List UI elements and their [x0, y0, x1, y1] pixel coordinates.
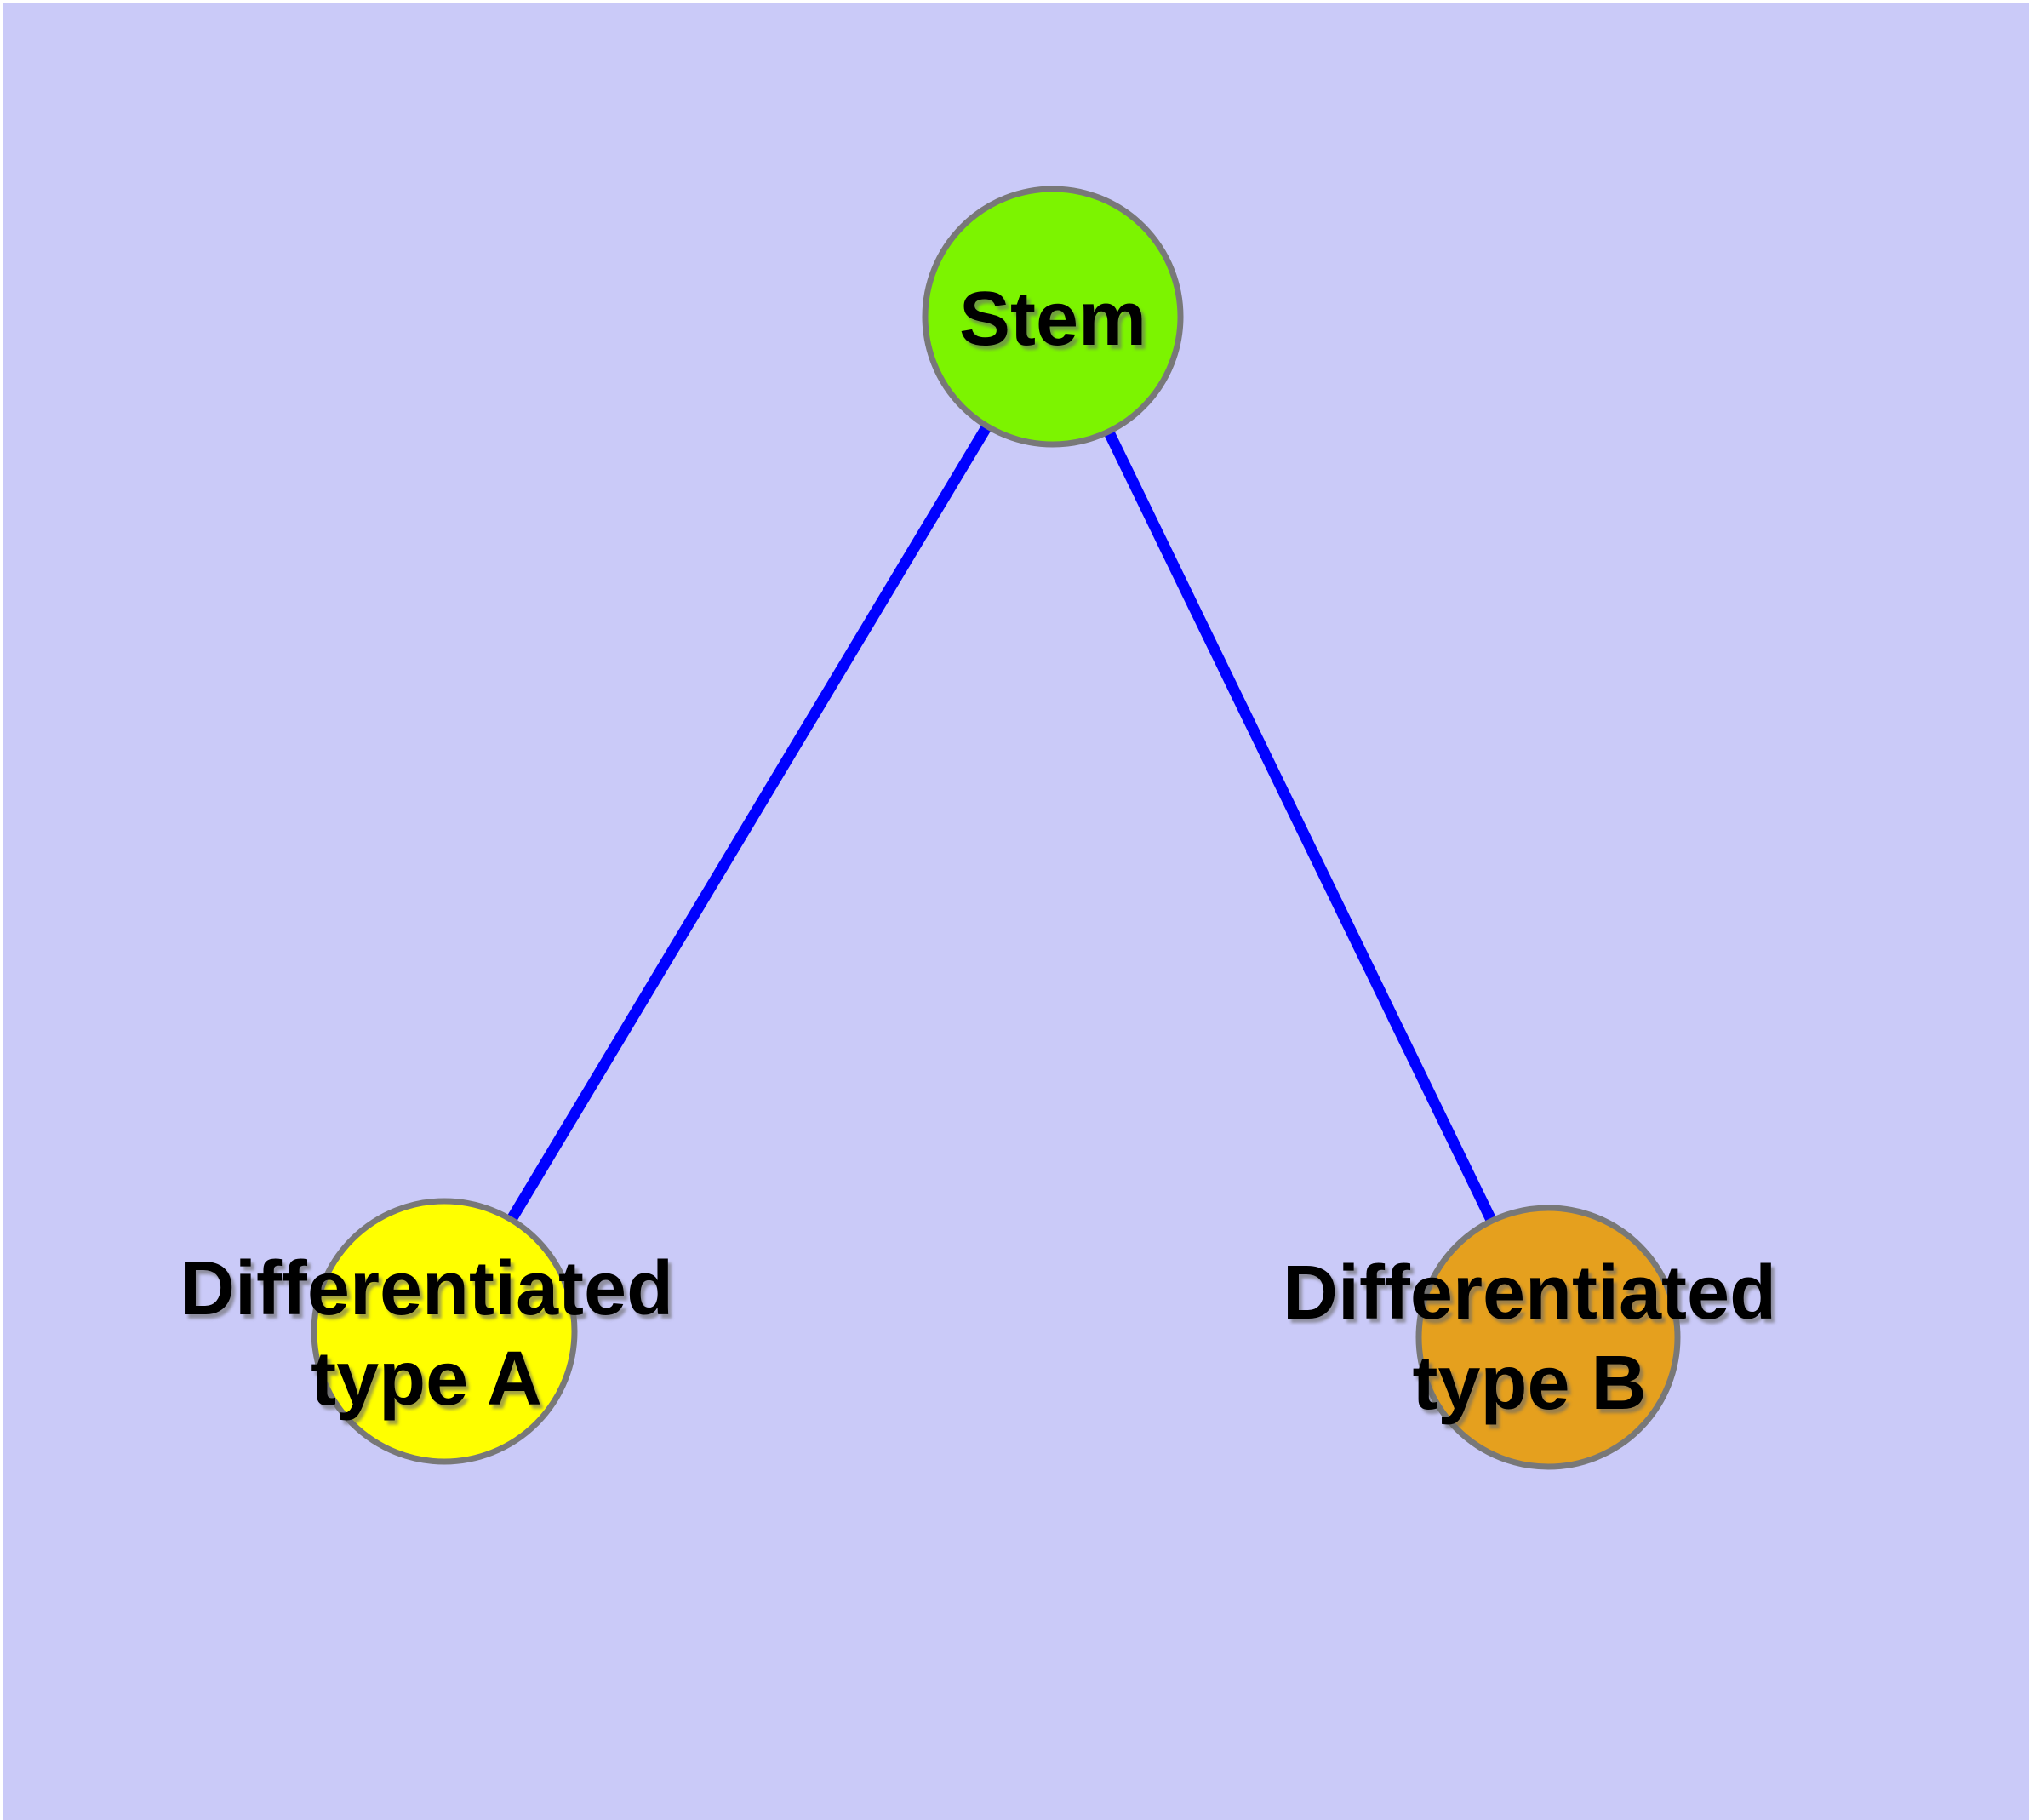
edge-stem-to-type-a — [439, 313, 1058, 1335]
node-stem — [922, 186, 1184, 448]
node-differentiated-type-b — [1415, 1205, 1681, 1470]
edge-stem-to-type-b — [1048, 314, 1553, 1340]
node-differentiated-type-a — [311, 1198, 578, 1465]
